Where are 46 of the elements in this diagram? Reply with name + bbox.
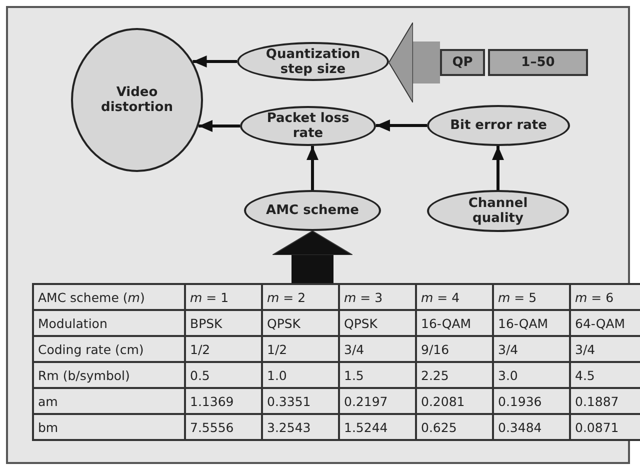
table-cell: 0.5 — [185, 362, 262, 388]
table-cell: bm — [33, 414, 185, 440]
table-cell: m = 3 — [339, 284, 416, 310]
table-cell: 0.2081 — [416, 388, 493, 414]
table-cell: m = 4 — [416, 284, 493, 310]
table-cell: am — [33, 388, 185, 414]
table-cell: 16-QAM — [416, 310, 493, 336]
parameter-box: QP — [440, 49, 485, 76]
table-cell: m = 2 — [262, 284, 339, 310]
table-cell: 1/2 — [262, 336, 339, 362]
table-cell: 1/2 — [185, 336, 262, 362]
table-cell: 3/4 — [339, 336, 416, 362]
table-cell: QPSK — [339, 310, 416, 336]
table-cell: 9/16 — [416, 336, 493, 362]
table-cell: 0.2197 — [339, 388, 416, 414]
table-cell: m = 1 — [185, 284, 262, 310]
table-cell: 0.625 — [416, 414, 493, 440]
table-cell: 1.5244 — [339, 414, 416, 440]
table-cell: m = 5 — [493, 284, 570, 310]
table-cell: BPSK — [185, 310, 262, 336]
table-cell: 1.1369 — [185, 388, 262, 414]
arrow — [492, 146, 504, 190]
arrow — [376, 120, 427, 132]
table-cell: Modulation — [33, 310, 185, 336]
table-cell: 1.0 — [262, 362, 339, 388]
table-cell: 7.5556 — [185, 414, 262, 440]
table-cell: 1.5 — [339, 362, 416, 388]
arrow — [192, 56, 237, 68]
table-cell: 0.3351 — [262, 388, 339, 414]
arrow — [306, 146, 318, 190]
table-cell: 3/4 — [493, 336, 570, 362]
arrow — [198, 120, 240, 132]
block-arrow — [272, 230, 353, 283]
table-cell: 16-QAM — [493, 310, 570, 336]
table-cell: 2.25 — [416, 362, 493, 388]
table-cell: 3.2543 — [262, 414, 339, 440]
table-cell: AMC scheme (m) — [33, 284, 185, 310]
table-cell: 0.1936 — [493, 388, 570, 414]
table-cell: QPSK — [262, 310, 339, 336]
table-cell: 3.0 — [493, 362, 570, 388]
table-cell: 0.3484 — [493, 414, 570, 440]
table-cell: m = 6 — [570, 284, 640, 310]
table-cell: Rm (b/symbol) — [33, 362, 185, 388]
table-cell: Coding rate (cm) — [33, 336, 185, 362]
block-arrow — [388, 22, 440, 103]
parameter-box: 1–50 — [488, 49, 588, 76]
